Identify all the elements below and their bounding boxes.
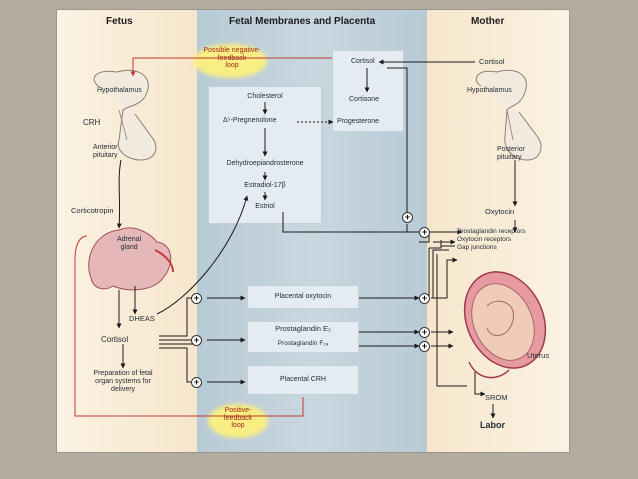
posterior-pituitary-line-1: Posterior xyxy=(497,146,526,153)
fetus-header: Fetus xyxy=(106,16,133,27)
labor-label: Labor xyxy=(480,420,506,430)
pregnenolone-label: Δ⁵-Pregnenolone xyxy=(223,117,277,124)
preparation-line-3: delivery xyxy=(110,386,136,394)
estriol-label: Estriol xyxy=(255,203,275,210)
prostaglandin-f2a-label: Prostaglandin F₂ₐ xyxy=(277,340,329,347)
preparation-line-1: Preparation of fetal xyxy=(93,370,153,377)
oxytocin-label: Oxytocin xyxy=(485,207,515,216)
plus-placental-crh-in: + xyxy=(191,377,202,388)
adrenal-gland-label: Adrenal gland xyxy=(117,236,141,252)
plus-estriol: + xyxy=(402,212,413,223)
placental-oxytocin-box xyxy=(247,285,359,309)
adrenal-gland-line-1: Adrenal xyxy=(117,236,142,243)
gap-junctions-label: Gap junctions xyxy=(457,244,497,252)
maternal-cortisol-label: Cortisol xyxy=(479,57,505,66)
negative-feedback-line-3: loop xyxy=(225,62,239,70)
negative-feedback-line-2: feedback xyxy=(217,54,247,62)
uterus-illustration xyxy=(463,271,547,379)
plus-prostaglandin-e2-out: + xyxy=(419,327,430,338)
receptors-list: Prostaglandin receptors Oxytocin recepto… xyxy=(457,228,526,252)
diagram-graphics xyxy=(74,57,547,419)
prostaglandin-box xyxy=(247,321,359,353)
mother-header: Mother xyxy=(471,16,505,27)
plus-placental-oxytocin-out: + xyxy=(419,293,430,304)
negative-feedback-highlight xyxy=(193,44,267,78)
negative-feedback-line-1: Possible negative- xyxy=(203,47,261,54)
positive-feedback-line-2: feedback xyxy=(223,414,253,422)
plus-oxytocin: + xyxy=(419,227,430,238)
anterior-pituitary-line-2: pituitary xyxy=(93,152,118,160)
cholesterol-label: Cholesterol xyxy=(247,93,283,100)
placental-crh-label: Placental CRH xyxy=(280,376,326,383)
diagram-frame: Fetus Fetal Membranes and Placenta Mothe… xyxy=(57,10,569,452)
preparation-label: Preparation of fetal organ systems for d… xyxy=(79,370,167,394)
adrenal-gland-illustration xyxy=(88,227,174,291)
adrenal-gland-line-2: gland xyxy=(120,244,138,252)
positive-feedback-line-1: Positive- xyxy=(224,407,252,414)
progesterone-label: Progesterone xyxy=(337,118,380,125)
corticotropin-label: Corticotropin xyxy=(71,206,114,215)
posterior-pituitary-line-2: pituitary xyxy=(497,154,522,162)
fetal-hypothalamus-label: Hypothalamus xyxy=(97,87,142,94)
anterior-pituitary-label: Anterior pituitary xyxy=(93,144,118,160)
plus-prostaglandin-in: + xyxy=(191,335,202,346)
uterus-label: Uterus xyxy=(527,351,550,360)
srom-label: SROM xyxy=(485,393,508,402)
cortisone-label: Cortisone xyxy=(349,96,379,103)
dheas-label: DHEAS xyxy=(129,314,155,323)
positive-feedback-label: Positive- feedback loop xyxy=(210,407,266,430)
placental-crh-box xyxy=(247,365,359,395)
membranes-header: Fetal Membranes and Placenta xyxy=(229,16,376,27)
placental-cortisol-label: Cortisol xyxy=(351,58,375,65)
oxytocin-receptors-label: Oxytocin receptors xyxy=(457,236,512,244)
maternal-hypothalamus-label: Hypothalamus xyxy=(467,87,512,94)
prostaglandin-receptors-label: Prostaglandin receptors xyxy=(457,228,526,235)
fetal-hypothalamus-illustration xyxy=(93,69,157,161)
fetal-cortisol-label: Cortisol xyxy=(101,335,129,344)
dhea-label: Dehydroepiandrosterone xyxy=(226,160,304,167)
posterior-pituitary-label: Posterior pituitary xyxy=(497,146,525,162)
estradiol-label: Estradiol-17β xyxy=(244,182,286,189)
preparation-line-2: organ systems for xyxy=(95,378,151,386)
plus-placental-oxytocin-in: + xyxy=(191,293,202,304)
fetal-crh-label: CRH xyxy=(83,118,101,127)
plus-prostaglandin-f2a-out: + xyxy=(419,341,430,352)
anterior-pituitary-line-1: Anterior xyxy=(93,144,118,151)
positive-feedback-line-3: loop xyxy=(231,422,245,430)
positive-feedback-highlight xyxy=(208,404,268,438)
prostaglandin-e2-label: Prostaglandin E₂ xyxy=(275,324,331,333)
placental-oxytocin-label: Placental oxytocin xyxy=(274,293,332,300)
negative-feedback-label: Possible negative- feedback loop xyxy=(197,47,267,70)
maternal-hypothalamus-illustration xyxy=(475,69,542,161)
